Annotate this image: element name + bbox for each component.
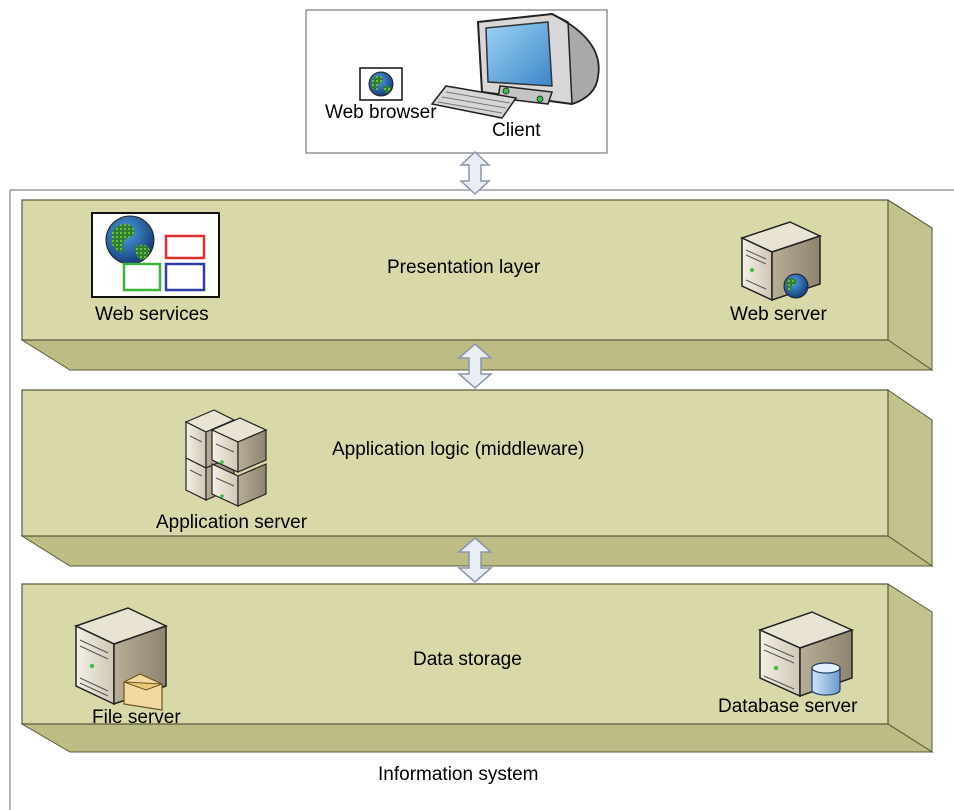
information-system-label: Information system: [378, 764, 539, 785]
information-system-boundary: [9, 189, 954, 810]
web-server-label: Web server: [730, 304, 827, 325]
database-server-label: Database server: [718, 696, 858, 717]
client-label: Client: [492, 120, 541, 141]
web-services-label: Web services: [95, 304, 209, 325]
presentation-layer-title: Presentation layer: [387, 257, 541, 278]
web-services-window-icon: [91, 212, 220, 298]
file-server-label: File server: [92, 707, 181, 728]
application-data-arrow: [457, 537, 493, 583]
web-browser-label: Web browser: [325, 102, 437, 123]
globe-window-icon: [359, 67, 403, 101]
web-server-icon: [739, 221, 823, 302]
data-storage-layer-title: Data storage: [413, 649, 522, 670]
data-storage-layer-block: [20, 583, 934, 753]
server-cluster-icon: [184, 409, 268, 507]
desktop-computer-icon: [430, 12, 600, 119]
client-presentation-arrow: [459, 150, 491, 196]
file-server-icon: [74, 607, 168, 711]
database-server-icon: [757, 611, 855, 698]
application-layer-title: Application logic (middleware): [332, 439, 585, 460]
application-server-label: Application server: [156, 512, 308, 533]
presentation-application-arrow: [457, 343, 493, 389]
